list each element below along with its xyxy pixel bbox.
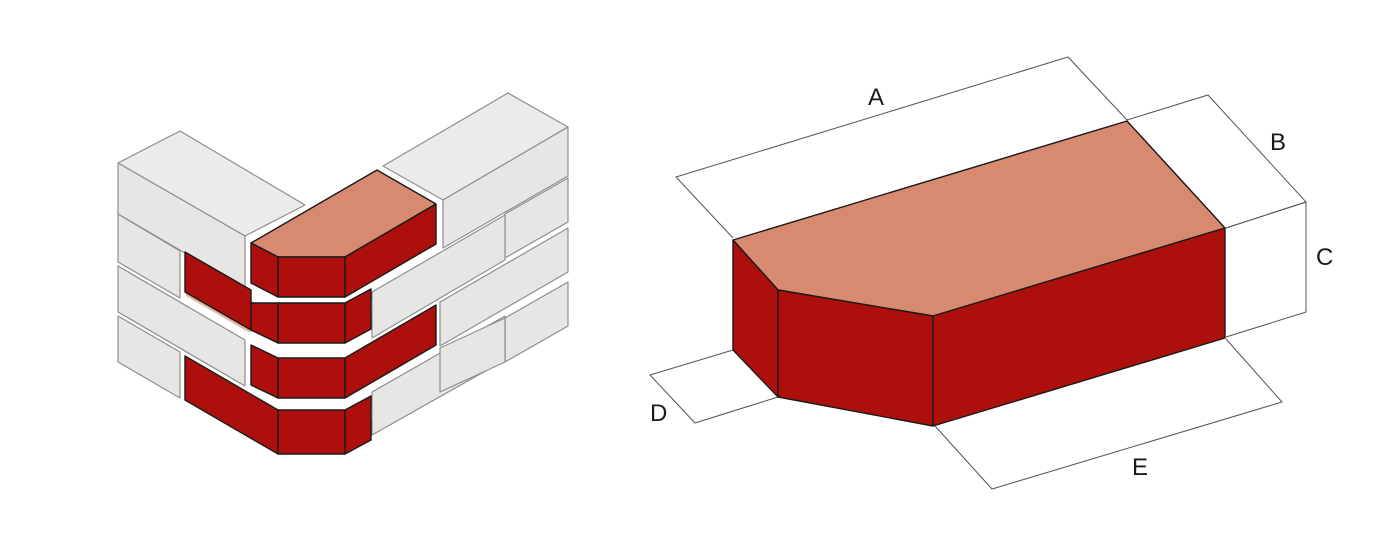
- grey-brick: [117, 213, 181, 299]
- corner-brick-face: [277, 256, 346, 298]
- grey-brick: [117, 265, 246, 387]
- grey-brick: [371, 214, 506, 339]
- right-grey-wall: [371, 92, 569, 436]
- corner-brick-face: [344, 288, 372, 344]
- dimension-label-e: E: [1132, 454, 1148, 481]
- corner-wall-assembly: [117, 92, 569, 455]
- corner-brick-face: [277, 302, 346, 344]
- dimension-line-a: [675, 56, 1128, 239]
- dimension-lines: [649, 56, 1307, 490]
- dimension-label-a: A: [868, 84, 884, 111]
- grey-brick: [439, 227, 569, 347]
- corner-brick-row-1: [250, 169, 437, 298]
- grey-brick: [117, 315, 181, 399]
- dimension-line-c: [1225, 201, 1307, 338]
- corner-brick-face: [344, 395, 372, 455]
- corner-brick-row-2: [184, 251, 372, 344]
- dimension-line-e: [934, 338, 1283, 490]
- grey-brick: [442, 126, 569, 249]
- corner-brick-face: [277, 357, 346, 399]
- corner-brick-row-3: [250, 304, 437, 399]
- corner-brick-face: [277, 409, 346, 455]
- corner-brick-row-4: [184, 355, 372, 455]
- dimension-label-d: D: [650, 400, 667, 427]
- left-grey-wall: [117, 130, 306, 399]
- dimension-label-b: B: [1270, 129, 1286, 156]
- corner-brick-face: [344, 304, 437, 399]
- brick-side-face: [932, 227, 1226, 427]
- grey-brick: [439, 317, 506, 393]
- dimensioned-brick: A B C D E: [649, 56, 1333, 490]
- dimension-label-c: C: [1316, 244, 1333, 271]
- corner-brick-face: [344, 203, 437, 298]
- corner-brick-face: [250, 302, 279, 344]
- dimension-line-d: [649, 349, 779, 424]
- corner-brick-face: [250, 344, 279, 399]
